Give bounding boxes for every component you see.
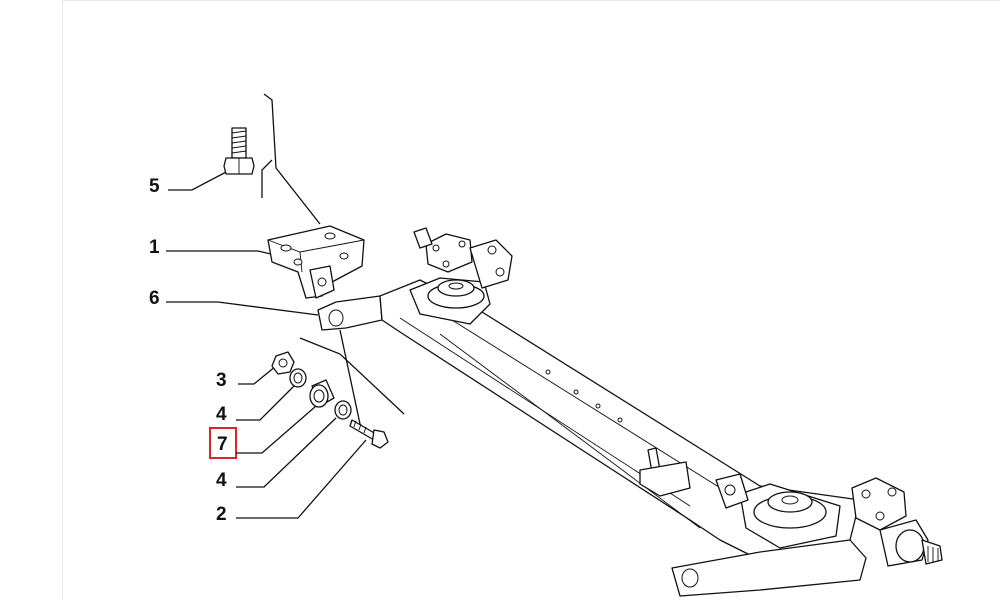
callout-label: 1	[149, 237, 160, 258]
callout-2[interactable]: 2	[216, 439, 367, 525]
bushing-7-drawing	[309, 379, 335, 408]
bolt-2-drawing	[349, 419, 389, 449]
callout-label: 7	[217, 434, 228, 455]
bracket-1-drawing	[267, 225, 365, 299]
nut-3-drawing	[271, 351, 295, 375]
callout-5[interactable]: 5	[149, 170, 229, 197]
bolt-5-drawing	[223, 127, 255, 175]
callout-1[interactable]: 1	[149, 237, 289, 259]
leader-line	[236, 439, 367, 519]
reference-bracket-lines	[261, 93, 405, 425]
highlight-box	[209, 427, 237, 459]
callout-label: 2	[216, 504, 227, 525]
leader-line	[166, 301, 319, 316]
leader-line	[236, 417, 337, 488]
callout-4-lower[interactable]: 4	[216, 417, 337, 491]
leader-line	[168, 170, 229, 191]
callout-label: 6	[149, 288, 160, 309]
callout-label: 4	[216, 404, 227, 425]
callout-label: 4	[216, 470, 227, 491]
callout-6[interactable]: 6	[149, 288, 319, 316]
washer-4-upper-drawing	[289, 368, 307, 388]
callout-4-upper[interactable]: 4	[216, 385, 295, 425]
frame-border-left	[62, 0, 63, 600]
frame-border-top	[62, 0, 1000, 1]
callout-3[interactable]: 3	[216, 365, 277, 391]
axle-beam-drawing	[317, 279, 867, 597]
leader-line	[236, 385, 295, 421]
right-spring-seat-drawing	[715, 473, 943, 567]
left-spring-seat-drawing	[409, 227, 513, 325]
leader-line	[238, 365, 277, 385]
washer-4-lower-drawing	[334, 400, 352, 420]
callout-7[interactable]: 7	[209, 405, 317, 459]
leader-line	[236, 405, 317, 454]
callout-label: 3	[216, 370, 227, 391]
callout-label: 5	[149, 176, 160, 197]
